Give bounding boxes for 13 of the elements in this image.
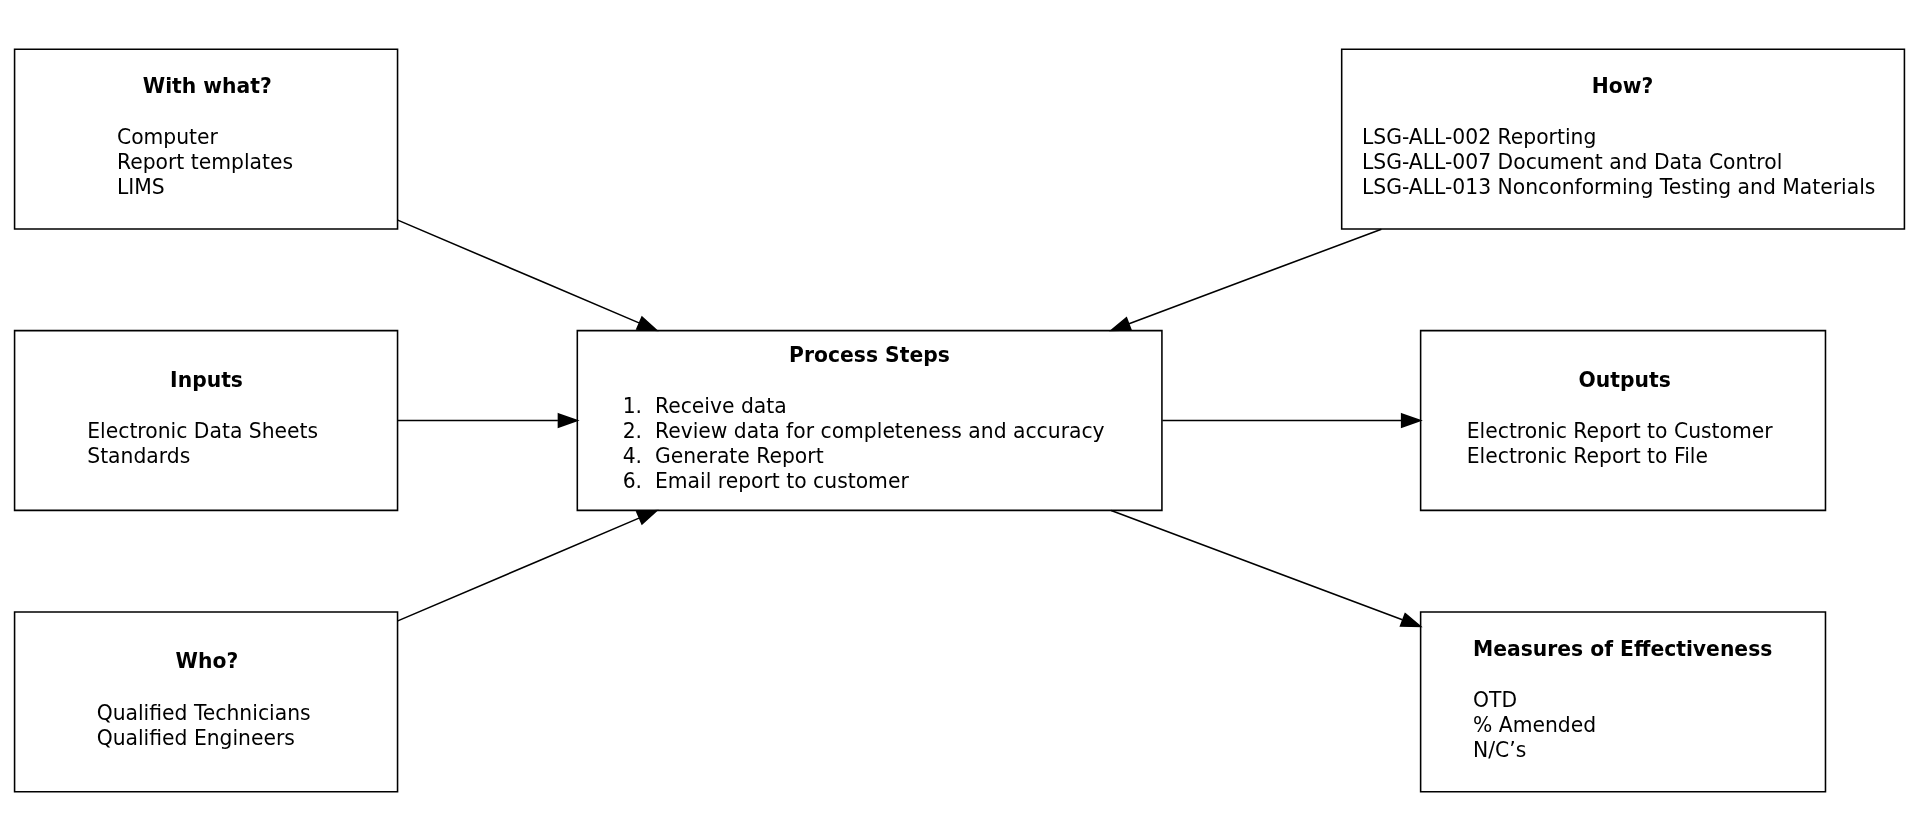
node-box: Outputs Electronic Report to Customer Electronic Report to File: [1419, 329, 1827, 511]
node-box: Measures of Effectiveness OTD % Amended N/C’s: [1419, 610, 1827, 793]
node-box: Inputs Electronic Data Sheets Standards: [13, 329, 399, 511]
node-box: With what? Computer Report templates LIMS: [13, 47, 399, 230]
arrow: [397, 509, 659, 622]
node-box: How? LSG-ALL-002 Reporting LSG-ALL-007 Document and Data Control LSG-ALL-013 Nonconforming Testing and Materials: [1340, 47, 1906, 230]
node-box: Who? Qualified Technicians Qualified Engineers: [13, 610, 399, 793]
arrow: [1161, 412, 1423, 428]
node-box: Process Steps 1. Receive data 2. Review data for completeness and accuracy 4. Generate Report 6. Email report to customer: [576, 329, 1163, 511]
arrow: [1110, 509, 1423, 627]
arrow: [397, 412, 580, 428]
arrow: [397, 218, 659, 331]
arrow: [1108, 227, 1383, 331]
